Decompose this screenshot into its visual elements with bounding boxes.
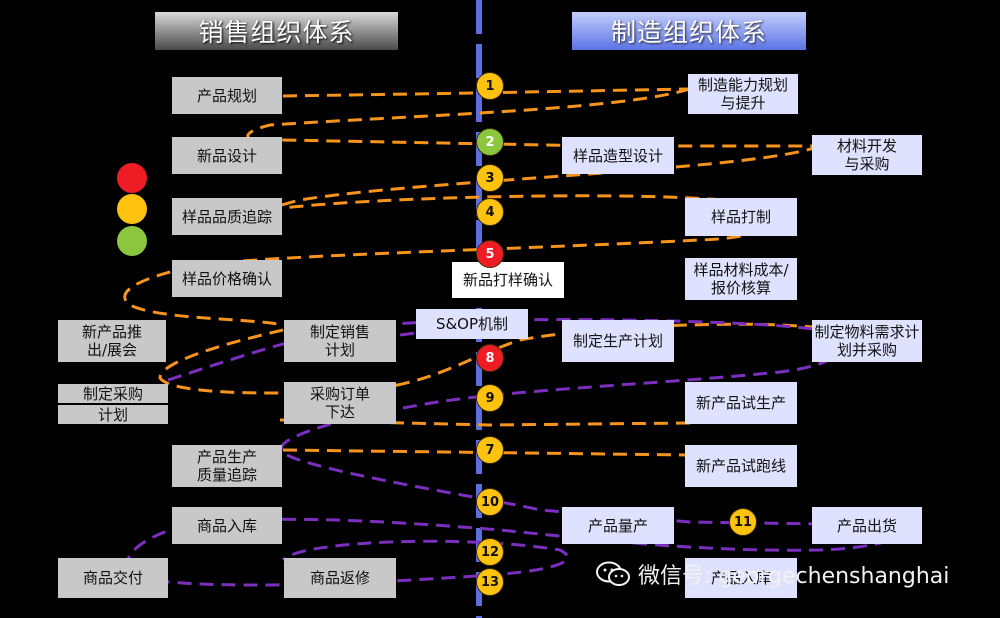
sample-proofing-box: 样品打制: [685, 198, 797, 236]
step-3-badge: 3: [476, 164, 504, 192]
sample-cost-quote-box: 样品材料成本/报价核算: [685, 258, 797, 300]
green-light: [117, 226, 147, 256]
set-purchase-plan-box-bottom: 计划: [58, 405, 168, 424]
step-5-badge: 5: [476, 240, 504, 268]
step-12-badge: 12: [476, 538, 504, 566]
product-planning-box: 产品规划: [172, 77, 282, 114]
wechat-icon: [596, 561, 630, 586]
step-11-badge: 11: [729, 508, 757, 536]
step-2-badge: 2: [476, 128, 504, 156]
orange-flow-path-1: [282, 87, 689, 98]
goods-warehousing-box: 商品入库: [172, 507, 282, 544]
sample-modeling-design-box: 样品造型设计: [562, 137, 674, 174]
product-shipment-box: 产品出货: [812, 507, 922, 544]
yellow-light: [117, 194, 147, 224]
step-9-badge: 9: [476, 384, 504, 412]
capacity-planning-box: 制造能力规划与提升: [688, 74, 798, 114]
purchase-order-box: 采购订单下达: [284, 382, 396, 424]
new-product-design-box: 新品设计: [172, 137, 282, 174]
manufacturing-system-header: 制造组织体系: [572, 12, 806, 50]
step-10-badge: 10: [476, 488, 504, 516]
step-8-badge: 8: [476, 344, 504, 372]
sop-mechanism-box: S&OP机制: [416, 309, 528, 339]
step-4-badge: 4: [476, 198, 504, 226]
sample-price-confirm-box: 样品价格确认: [172, 260, 282, 297]
production-plan-box: 制定生产计划: [562, 320, 674, 362]
step-13-badge: 13: [476, 568, 504, 596]
goods-repair-box: 商品返修: [284, 558, 396, 598]
mass-production-box: 产品量产: [562, 507, 674, 544]
production-quality-tracking-box: 产品生产质量追踪: [172, 445, 282, 487]
product-warehousing-box: 产品入库: [685, 558, 797, 598]
goods-delivery-box: 商品交付: [58, 558, 168, 598]
red-light: [117, 163, 147, 193]
watermark-text: 微信号: georgechenshanghai: [638, 564, 950, 589]
set-sales-plan-box: 制定销售计划: [284, 320, 396, 362]
new-product-launch-box: 新产品推出/展会: [58, 320, 166, 362]
orange-flow-path-2: [246, 87, 820, 148]
set-purchase-plan-box-top: 制定采购: [58, 384, 168, 403]
material-demand-plan-box: 制定物料需求计划并采购: [812, 320, 922, 362]
new-product-proof-confirm-box: 新品打样确认: [452, 262, 564, 298]
trial-production-box: 新产品试生产: [685, 382, 797, 424]
watermark: 微信号: georgechenshanghai: [596, 558, 949, 590]
sample-quality-tracking-box: 样品品质追踪: [172, 198, 282, 235]
material-dev-purchase-box: 材料开发与采购: [812, 135, 922, 175]
step-1-badge: 1: [476, 72, 504, 100]
sales-system-header: 销售组织体系: [155, 12, 398, 50]
trial-line-run-box: 新产品试跑线: [685, 445, 797, 487]
step-7-badge: 7: [476, 436, 504, 464]
